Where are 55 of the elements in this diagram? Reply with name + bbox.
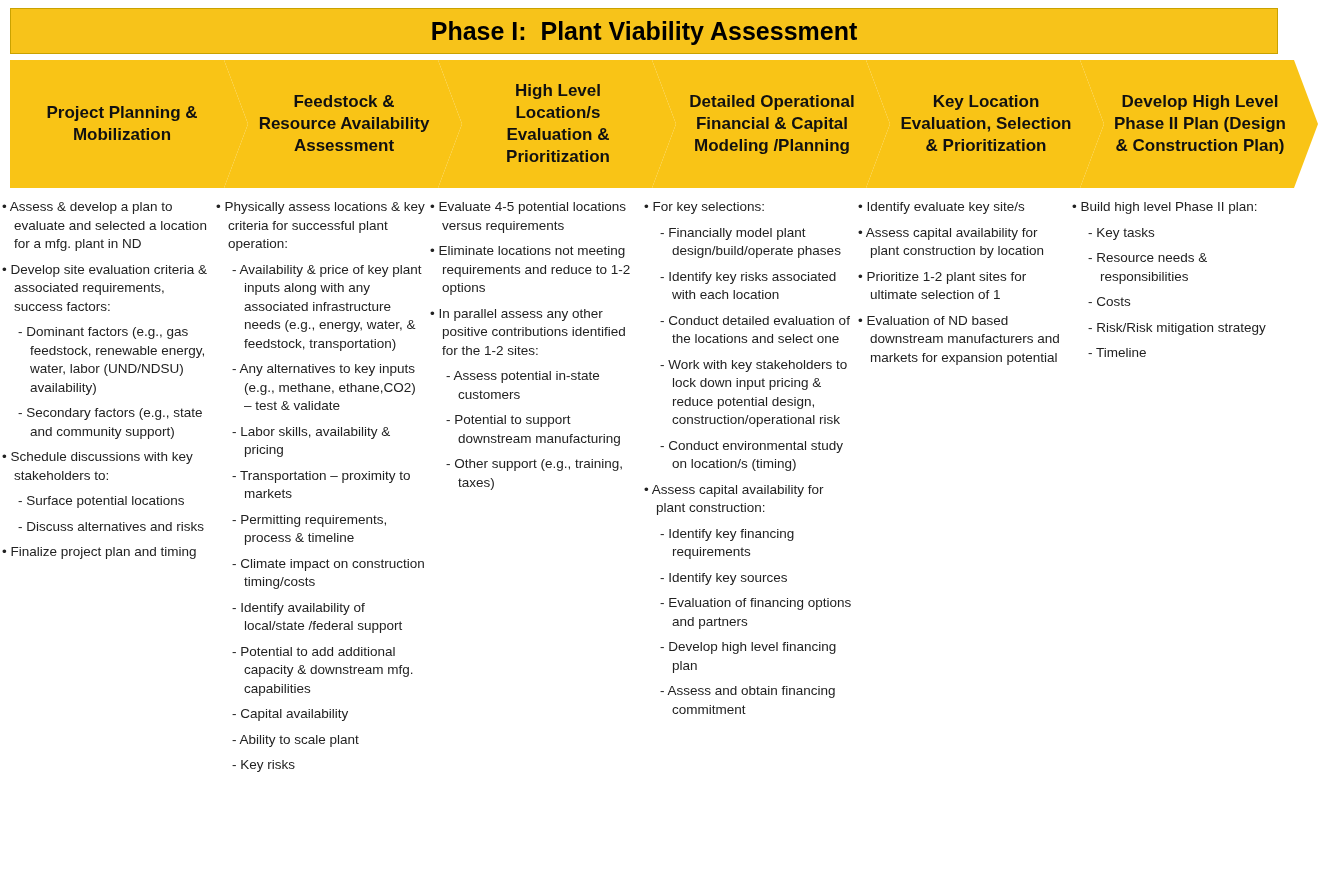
sub-bullet-item: - Secondary factors (e.g., state and community support)	[18, 404, 204, 441]
sub-bullet-item: - Assess and obtain financing commitment	[660, 682, 837, 719]
bullet-item: • Identify evaluate key site/s	[858, 198, 1026, 216]
sub-bullet-item: - Labor skills, availability & pricing	[232, 422, 392, 459]
step-heading: Feedstock & Resource Availability Assessment	[258, 91, 430, 157]
bullet-item: • Assess capital availability for plant construction:	[644, 480, 825, 517]
sub-bullet-item: - Dominant factors (e.g., gas feedstock, renewable energy, water, labor (UND/NDSU) availability)	[18, 323, 207, 397]
sub-bullet-item: - Identify key financing requirements	[660, 524, 796, 561]
bullet-item: • Evaluation of ND based downstream manufacturers and markets for expansion potential	[858, 311, 1061, 367]
bullet-item: • Finalize project plan and timing	[2, 543, 198, 561]
sub-bullet-item: - Resource needs & responsibilities	[1088, 249, 1209, 286]
step-heading: Key Location Evaluation, Selection & Prioritization	[900, 91, 1072, 157]
sub-bullet-item: - Any alternatives to key inputs (e.g., methane, ethane,CO2) – test & validate	[232, 360, 417, 415]
sub-bullet-item: - Climate impact on construction timing/costs	[232, 554, 426, 591]
sub-bullet-item: - Costs	[1088, 293, 1132, 311]
sub-bullet-item: - Capital availability	[232, 705, 350, 723]
sub-bullet-item: - Conduct detailed evaluation of the locations and select one	[660, 311, 851, 348]
sub-bullet-item: - Ability to scale plant	[232, 730, 360, 749]
sub-bullet-item: - Other support (e.g., training, taxes)	[446, 455, 625, 492]
sub-bullet-item: - Identify key risks associated with each location	[660, 267, 838, 304]
sub-bullet-item: - Transportation – proximity to markets	[232, 466, 412, 503]
title-banner: Phase I: Plant Viability Assessment	[10, 8, 1278, 54]
sub-bullet-item: - Key tasks	[1088, 223, 1156, 242]
sub-bullet-item: - Risk/Risk mitigation strategy	[1088, 318, 1267, 337]
bullet-item: • Eliminate locations not meeting requirements and reduce to 1-2 options	[430, 242, 632, 297]
sub-bullet-item: - Work with key stakeholders to lock down input pricing & reduce potential design, construction/operational risk	[660, 355, 849, 429]
sub-bullet-item: - Develop high level financing plan	[660, 638, 838, 675]
bullet-item: • Build high level Phase II plan:	[1072, 198, 1259, 216]
sub-bullet-item: - Key risks	[232, 756, 296, 774]
step-heading: Project Planning & Mobilization	[45, 102, 199, 146]
sub-bullet-item: - Permitting requirements, process & timeline	[232, 510, 389, 547]
sub-bullet-item: - Evaluation of financing options and partners	[660, 594, 853, 631]
bullet-item: • Assess & develop a plan to evaluate and selected a location for a mfg. plant in ND	[2, 198, 208, 253]
bullet-item: • For key selections:	[644, 198, 767, 216]
sub-bullet-item: - Potential to add additional capacity & downstream mfg. capabilities	[232, 642, 415, 698]
sub-bullet-item: - Assess potential in-state customers	[446, 367, 601, 404]
bullet-item: • Develop site evaluation criteria & associated requirements, success factors:	[2, 260, 209, 316]
step-heading: Detailed Operational Financial & Capital Modeling /Planning	[688, 91, 856, 157]
bullet-item: • Assess capital availability for plant construction by location	[858, 223, 1046, 260]
bullet-item: • Prioritize 1-2 plant sites for ultimate selection of 1	[858, 267, 1028, 304]
bullet-item: • Schedule discussions with key stakeholders to:	[2, 448, 194, 485]
bullet-item: • Evaluate 4-5 potential locations versus requirements	[430, 198, 628, 235]
sub-bullet-item: - Discuss alternatives and risks	[18, 517, 206, 536]
sub-bullet-item: - Conduct environmental study on location/s (timing)	[660, 436, 845, 473]
sub-bullet-item: - Surface potential locations	[18, 492, 186, 510]
sub-bullet-item: - Timeline	[1088, 344, 1148, 362]
sub-bullet-item: - Potential to support downstream manufacturing	[446, 411, 622, 448]
step-heading: Develop High Level Phase II Plan (Design & Construction Plan)	[1114, 91, 1286, 157]
bullet-item: • Physically assess locations & key criteria for successful plant operation:	[216, 198, 426, 253]
step-heading: High Level Location/s Evaluation & Prioritization	[505, 80, 611, 168]
bullet-item: • In parallel assess any other positive contributions identified for the 1-2 sites:	[430, 304, 627, 360]
sub-bullet-item: - Availability & price of key plant inputs along with any associated infrastructure needs (e.g., energy, water, & feedstock, transportation)	[232, 260, 423, 353]
sub-bullet-item: - Identify availability of local/state /federal support	[232, 598, 404, 635]
sub-bullet-item: - Identify key sources	[660, 568, 789, 587]
sub-bullet-item: - Financially model plant design/build/operate phases	[660, 223, 842, 260]
